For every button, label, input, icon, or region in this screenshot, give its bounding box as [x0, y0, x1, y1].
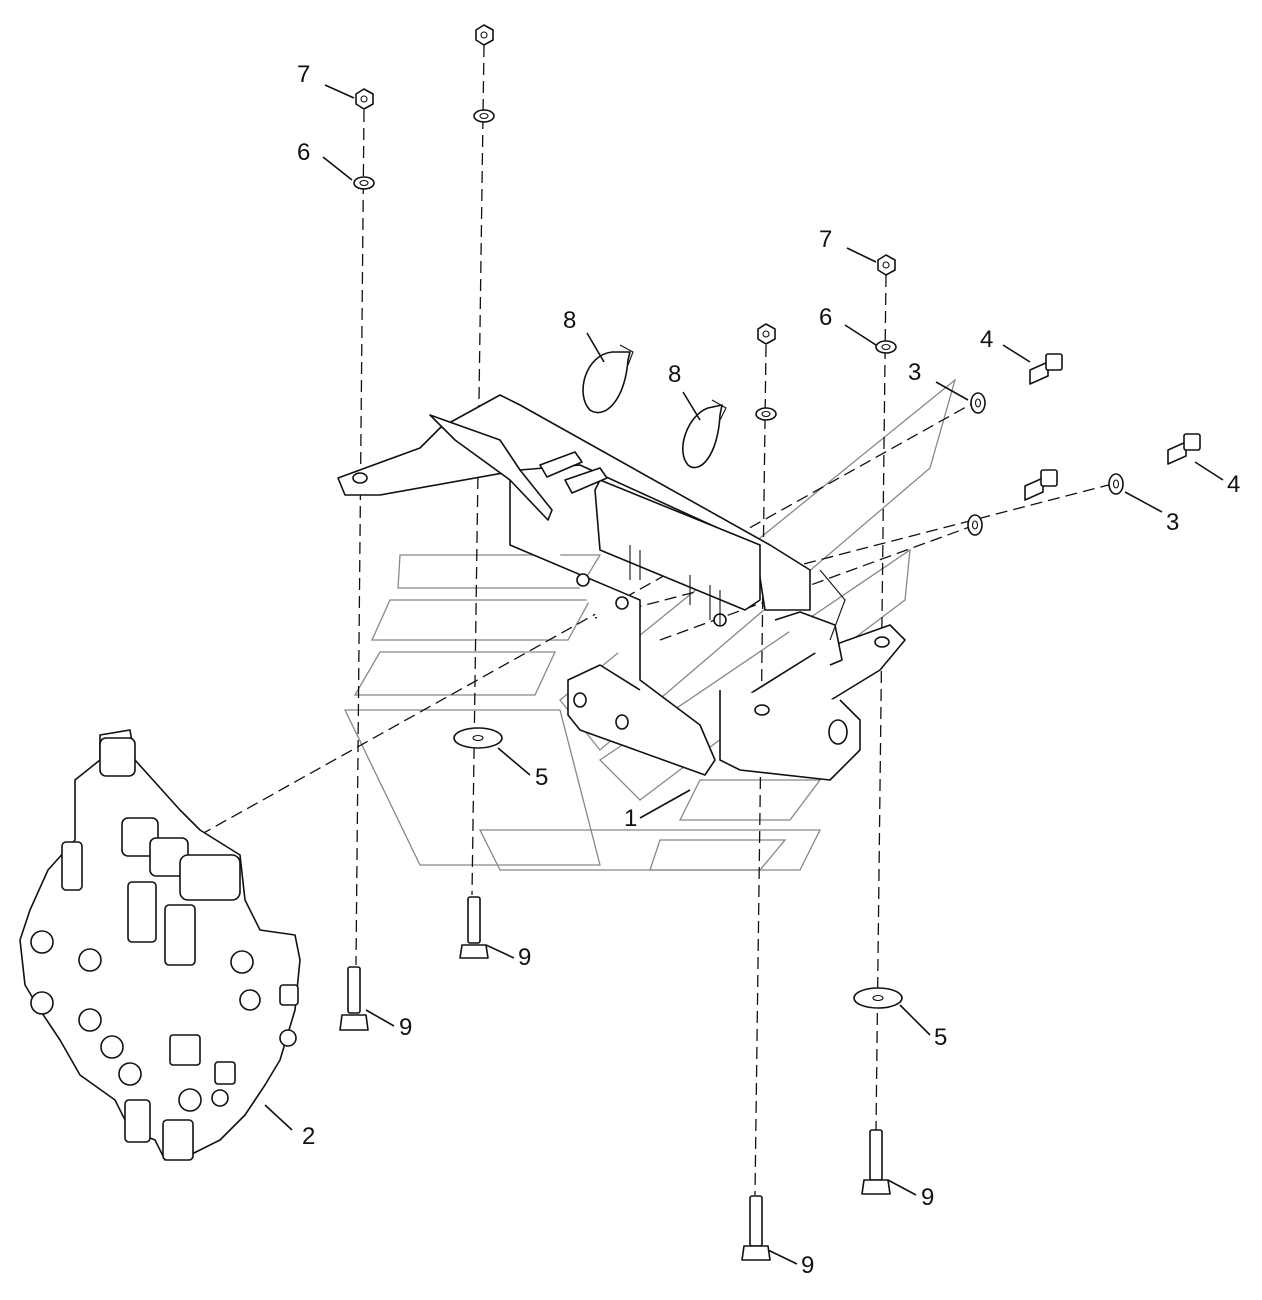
- mounting-bracket: [337, 394, 906, 781]
- callout-6-left: 6: [297, 139, 310, 166]
- callout-9-right: 9: [921, 1184, 934, 1211]
- nut-center-right: [757, 323, 776, 345]
- cable-ties: [582, 344, 727, 469]
- callout-7-left: 7: [297, 61, 310, 88]
- callout-5-center: 5: [535, 764, 548, 791]
- callout-9-center: 9: [518, 944, 531, 971]
- callout-4-upper: 4: [980, 326, 993, 353]
- callout-5-right: 5: [934, 1024, 947, 1051]
- leader-lines: [264, 84, 1224, 1265]
- nut-top-left: [355, 88, 374, 110]
- callout-8-left: 8: [563, 307, 576, 334]
- callout-2: 2: [302, 1123, 315, 1150]
- nut-top-center: [475, 24, 494, 46]
- callout-1: 1: [624, 805, 637, 832]
- callout-3-lower: 3: [1166, 509, 1179, 536]
- callout-labels: 1 2 3 3 4 4 5 5 6 6 7 7 8 8 9 9 9 9: [297, 61, 1240, 1279]
- callout-4-lower: 4: [1227, 471, 1240, 498]
- flat-washers: [967, 392, 1124, 536]
- large-washers: [453, 727, 903, 1009]
- callout-8-right: 8: [668, 361, 681, 388]
- callout-7-right: 7: [819, 226, 832, 253]
- lock-washers: [353, 109, 897, 421]
- callout-9-left: 9: [399, 1014, 412, 1041]
- callout-3-upper: 3: [908, 359, 921, 386]
- callout-6-right: 6: [819, 304, 832, 331]
- control-valve: [19, 729, 301, 1161]
- horizontal-bolts: [1024, 353, 1201, 501]
- assembly-lines: [199, 44, 1121, 1196]
- nut-right: [877, 254, 896, 276]
- vertical-bolts: [339, 896, 891, 1261]
- callout-9-bottom: 9: [801, 1252, 814, 1279]
